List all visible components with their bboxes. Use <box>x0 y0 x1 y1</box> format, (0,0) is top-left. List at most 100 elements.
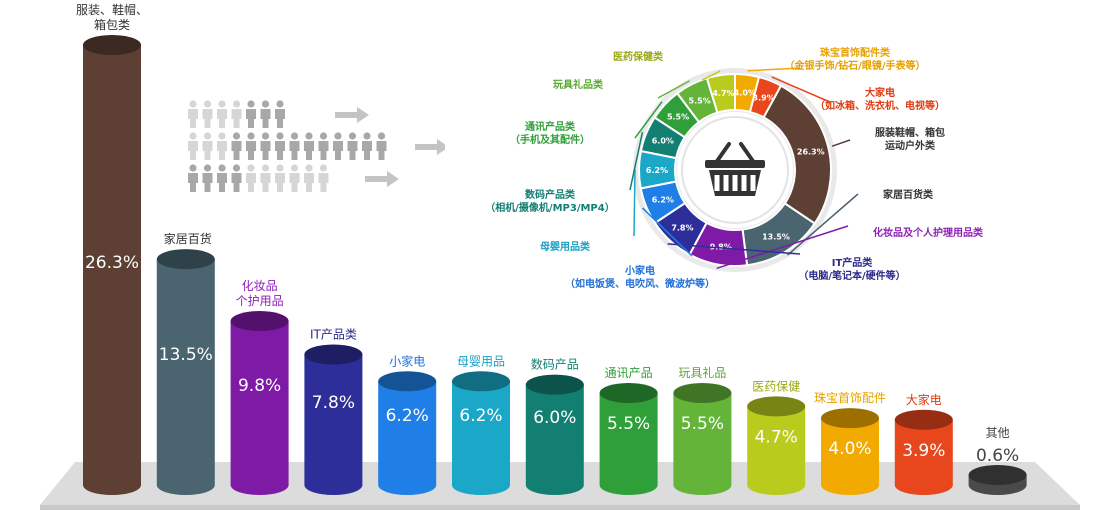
bar-body <box>156 259 215 495</box>
person-body <box>376 141 387 160</box>
donut-legend-label: 通讯产品类 <box>525 120 575 133</box>
donut-legend-label: （相机/摄像机/MP3/MP4） <box>485 201 614 214</box>
donut-legend-label: 大家电 <box>865 86 895 99</box>
person-head <box>305 132 313 140</box>
person-icon <box>304 164 314 192</box>
person-icon <box>318 132 329 160</box>
person-body <box>246 141 256 160</box>
person-head <box>218 132 226 140</box>
person-body <box>202 173 213 192</box>
bar-value-label: 7.8% <box>312 393 355 413</box>
person-head <box>189 164 197 172</box>
bar-top <box>599 382 658 403</box>
person-body <box>289 141 300 160</box>
bar-category-label: 大家电 <box>906 392 942 407</box>
person-body <box>347 141 358 160</box>
bar-category-label: 个护用品 <box>236 294 284 308</box>
person-body <box>231 141 242 160</box>
person-icon <box>217 100 227 128</box>
person-head <box>218 164 226 172</box>
person-head <box>305 164 313 172</box>
person-body <box>333 141 343 160</box>
person-body <box>318 141 329 160</box>
donut-legend-label: 小家电 <box>624 264 655 277</box>
bar-5: 6.2%母婴用品 <box>452 354 510 495</box>
person-body <box>217 109 227 128</box>
bar-body <box>599 392 658 495</box>
person-icon <box>188 100 198 128</box>
person-body <box>231 109 242 128</box>
bar-top <box>378 371 437 392</box>
person-icon <box>304 132 314 160</box>
bar-value-label: 6.0% <box>533 408 576 428</box>
person-head <box>247 132 255 140</box>
arrow-shaft <box>335 112 357 118</box>
person-body <box>260 141 271 160</box>
donut-value-label: 4.0% <box>734 89 756 98</box>
person-icon <box>376 132 387 160</box>
donut-legend-label: 运动户外类 <box>885 139 935 152</box>
bar-category-label: 母婴用品 <box>457 354 505 368</box>
category-donut-chart: 4.0%3.9%26.3%13.5%9.8%7.8%6.2%6.2%6.0%5.… <box>485 46 983 290</box>
person-icon <box>362 132 372 160</box>
basket-slot <box>723 175 729 191</box>
donut-leader-line <box>701 70 721 81</box>
person-head <box>348 132 357 140</box>
person-icon <box>217 132 227 160</box>
donut-leader-line <box>634 101 663 139</box>
bar-category-label: 玩具礼品 <box>678 365 726 380</box>
person-icon <box>202 132 213 160</box>
person-body <box>246 173 256 192</box>
person-icon <box>202 164 213 192</box>
person-body <box>318 173 329 192</box>
person-head <box>261 132 270 140</box>
shopping-basket-icon <box>705 142 765 196</box>
arrow-right-icon <box>365 171 399 187</box>
arrow-shaft <box>415 144 437 150</box>
person-body <box>202 109 213 128</box>
person-icon <box>289 132 300 160</box>
donut-leader-line <box>716 225 849 270</box>
bar-body <box>83 45 141 495</box>
donut-value-label: 6.0% <box>652 136 674 145</box>
donut-legend-label: （手机及其配件） <box>510 133 590 146</box>
bar-value-label: 6.2% <box>386 406 429 426</box>
bar-body <box>821 418 879 495</box>
bar-7: 5.5%通讯产品 <box>599 366 658 495</box>
bar-top <box>968 464 1027 485</box>
bar-body <box>304 354 363 495</box>
person-icon <box>217 164 227 192</box>
bar-category-label: 其他 <box>986 426 1010 440</box>
person-icon <box>275 100 285 128</box>
donut-legend-label: （金银手饰/钻石/眼镜/手表等） <box>785 59 926 72</box>
person-head <box>203 164 212 172</box>
donut-legend-label: 服装鞋帽、箱包 <box>875 126 945 139</box>
person-icon <box>246 164 256 192</box>
person-body <box>275 173 285 192</box>
person-icon <box>231 164 242 192</box>
donut-value-label: 6.2% <box>646 166 668 175</box>
person-body <box>304 173 314 192</box>
person-icon <box>246 100 256 128</box>
donut-leader-line <box>747 67 801 72</box>
bar-body <box>525 384 584 495</box>
donut-leader-line <box>831 139 851 147</box>
bar-category-label: 数码产品 <box>531 357 579 372</box>
person-head <box>189 100 197 108</box>
person-body <box>260 173 271 192</box>
person-icon <box>260 164 271 192</box>
donut-value-label: 7.8% <box>671 224 693 233</box>
person-head <box>232 132 241 140</box>
person-head <box>247 164 255 172</box>
person-icon <box>260 100 271 128</box>
person-head <box>276 132 284 140</box>
bar-1: 13.5%家居百货 <box>156 231 215 495</box>
bar-top <box>821 408 879 429</box>
person-head <box>218 100 226 108</box>
basket-slot <box>732 175 738 191</box>
bar-body <box>452 381 510 495</box>
bar-body <box>378 381 437 495</box>
arrow-head <box>437 139 445 155</box>
person-icon <box>289 164 300 192</box>
person-icon <box>275 164 285 192</box>
